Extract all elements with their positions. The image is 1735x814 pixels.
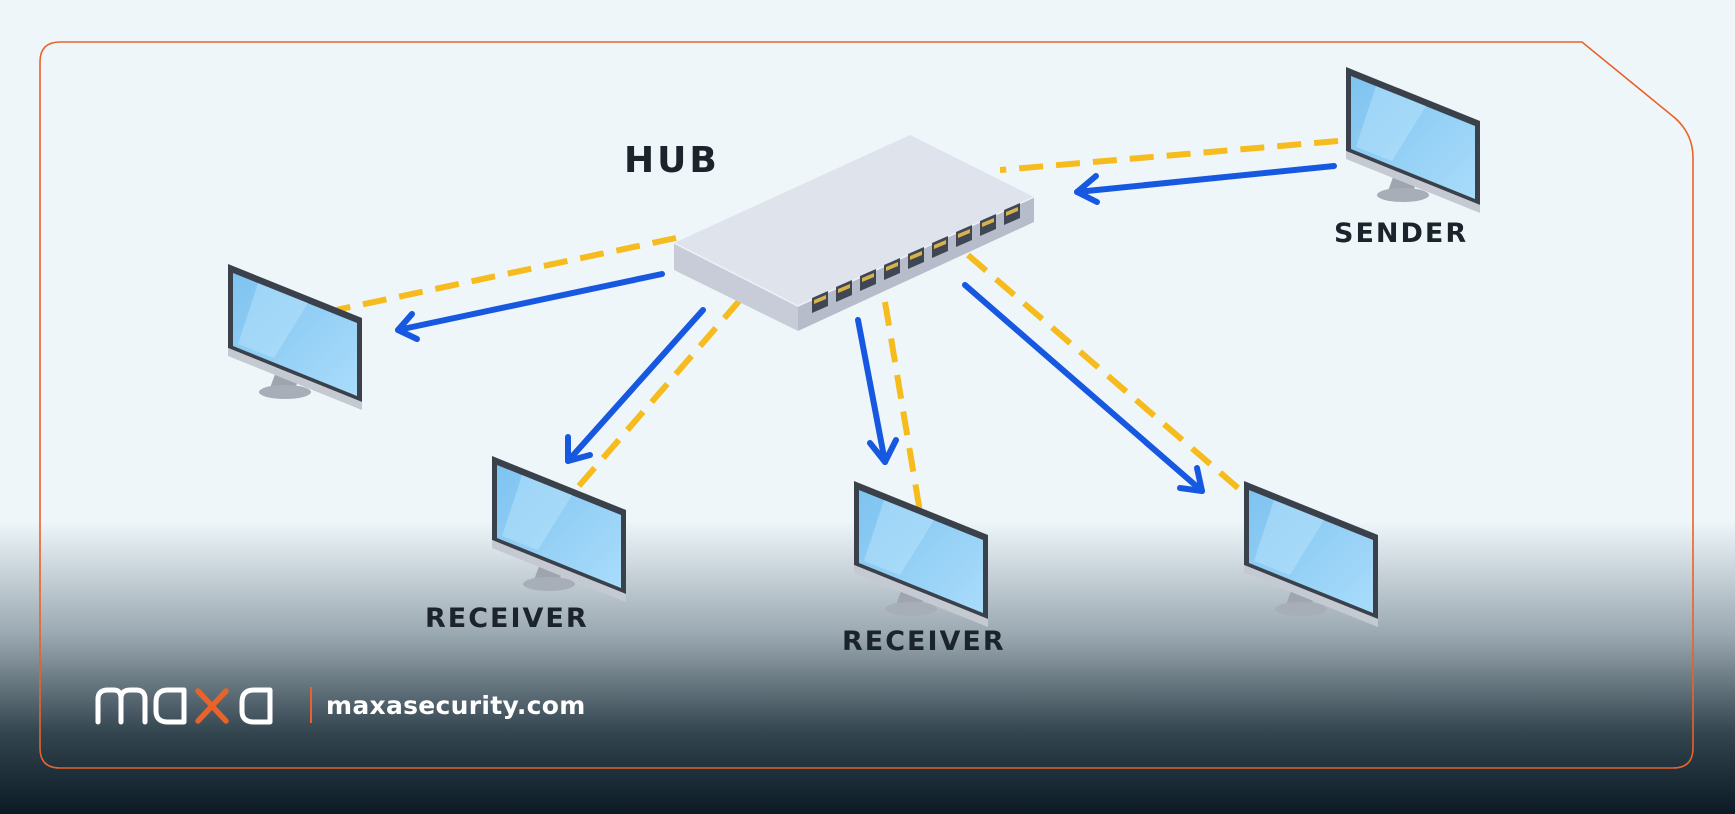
receiver-label-2: RECEIVER [842, 626, 1006, 657]
arrow-sender-to-hub [1074, 163, 1337, 205]
hub-device [673, 135, 1035, 331]
frame-border [39, 41, 1694, 769]
hub-top [674, 135, 1034, 306]
hub-ports [812, 203, 1020, 313]
cable-right [966, 252, 1240, 491]
receiver-1-computer [492, 456, 626, 602]
receiver-label-1: RECEIVER [425, 603, 589, 634]
left-computer [228, 264, 362, 410]
cable-left [335, 235, 677, 313]
maxa-logo: maxa [95, 687, 273, 725]
brand-footer: maxa maxasecurity.com [94, 682, 586, 728]
signal-arrows [395, 163, 1337, 494]
receiver-2-computer [854, 481, 988, 627]
cable-sender [999, 138, 1339, 173]
arrow-hub-to-right [962, 282, 1205, 494]
arrow-hub-to-left [395, 271, 665, 342]
hub-left-side [674, 243, 798, 331]
arrow-hub-to-receiver-1 [565, 307, 706, 464]
brand-divider [310, 687, 312, 723]
sender-label: SENDER [1334, 218, 1469, 249]
cables [335, 138, 1339, 513]
arrow-hub-to-receiver-2 [855, 317, 899, 465]
cable-receiver-1 [569, 298, 743, 496]
right-computer [1244, 481, 1378, 627]
sender-computer [1346, 67, 1480, 213]
brand-url[interactable]: maxasecurity.com [326, 690, 586, 720]
hub-label: HUB [624, 140, 720, 181]
